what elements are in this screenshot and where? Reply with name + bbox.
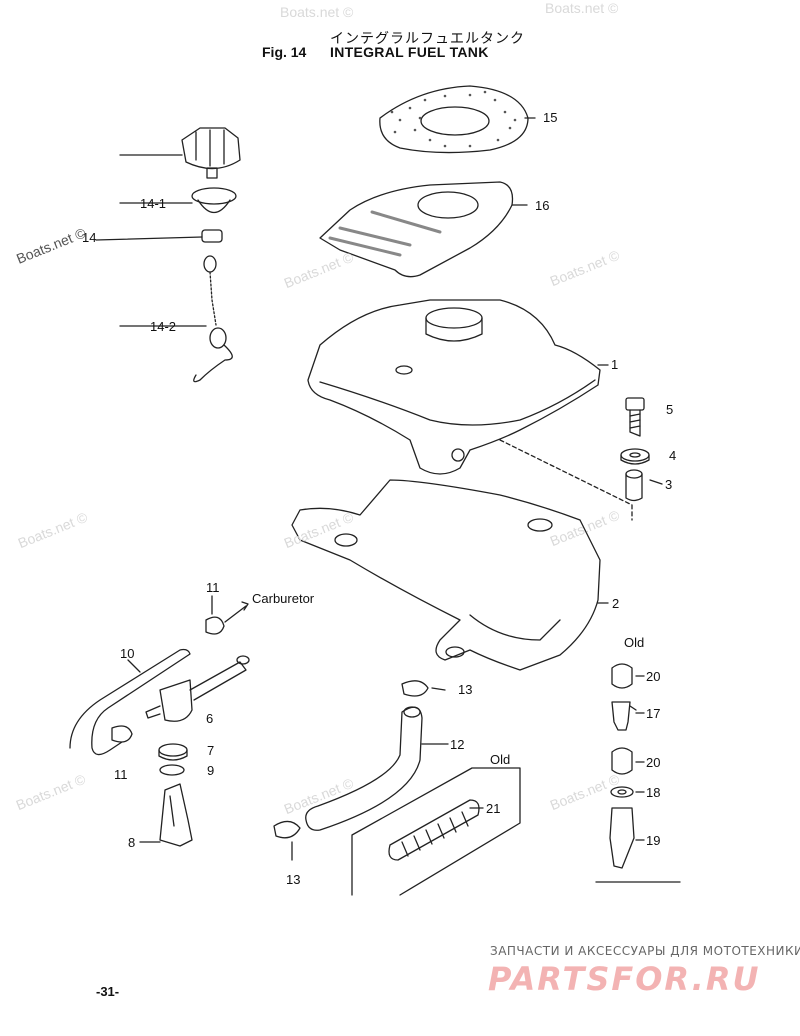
fuel-tank-part-1 [307,299,601,475]
hose-clamp-part-11-lower [111,725,133,743]
japanese-title: インテグラルフュエルタンク [330,31,525,47]
label-18: 18 [646,785,661,800]
page-number: -31- [96,984,120,999]
label-19: 19 [646,833,661,848]
old-parts-column-right [595,663,681,883]
label-11-upper: 11 [206,580,220,595]
label-14: 14 [82,230,97,245]
hose-part-10 [69,648,191,756]
carburetor-label: Carburetor [252,591,315,606]
collar-part-3 [625,469,643,502]
washer-part-4 [620,448,650,465]
hose-part-12 [305,706,423,831]
watermark: Boats.net © [280,4,354,20]
label-15: 15 [543,110,558,125]
hose-clamp-part-11-upper [205,616,225,635]
old-label-right: Old [624,635,645,650]
clip-part-14 [201,229,223,243]
old-label-bottom: Old [490,752,511,767]
label-9: 9 [207,763,215,778]
label-11-lower: 11 [114,767,128,782]
fuel-cap-part-14 [181,127,241,179]
cap-gasket-part-14-1 [191,187,237,214]
partsfor-logo: PARTSFOR.RU [488,960,761,998]
label-20-lower: 20 [646,755,661,770]
label-13-upper: 13 [458,682,473,697]
label-20-upper: 20 [646,669,661,684]
label-14-1: 14-1 [140,196,167,211]
o-ring-part-9 [159,764,185,776]
fuel-cock-part-6 [145,655,250,722]
label-12: 12 [450,737,465,752]
bolt-part-5 [625,397,645,437]
label-2: 2 [612,596,620,611]
foam-ring-part-15 [379,85,529,154]
label-21: 21 [486,801,501,816]
label-6: 6 [206,711,214,726]
carburetor-arrow [224,601,249,623]
label-3: 3 [665,477,673,492]
label-8: 8 [128,835,136,850]
label-10: 10 [120,646,135,661]
washer-part-7 [158,743,188,761]
leader-10 [127,659,141,673]
ru-tagline: ЗАПЧАСТИ И АКСЕССУАРЫ ДЛЯ МОТОТЕХНИКИ [490,944,800,958]
tank-base-part-2 [291,479,601,671]
label-5: 5 [666,402,674,417]
old-parts-box-bottom [351,767,521,896]
label-17: 17 [646,706,661,721]
assembly-dashline [499,439,633,521]
leader-14 [95,236,203,241]
tank-gasket-part-16 [319,181,514,278]
label-4: 4 [669,448,677,463]
label-1: 1 [611,357,619,372]
clamp-part-13-lower [273,820,301,839]
figure-title: INTEGRAL FUEL TANK [330,44,489,60]
label-7: 7 [207,743,215,758]
chain-part-14-2 [193,255,233,383]
watermark: Boats.net © [545,0,619,16]
leader-13-upper [431,687,446,691]
label-16: 16 [535,198,550,213]
label-14-2: 14-2 [150,319,177,334]
strainer-part-8 [159,783,193,847]
leader-3 [649,479,663,485]
label-13-lower: 13 [286,872,301,887]
figure-number: Fig. 14 [262,44,307,60]
clamp-part-13-upper [401,680,429,697]
